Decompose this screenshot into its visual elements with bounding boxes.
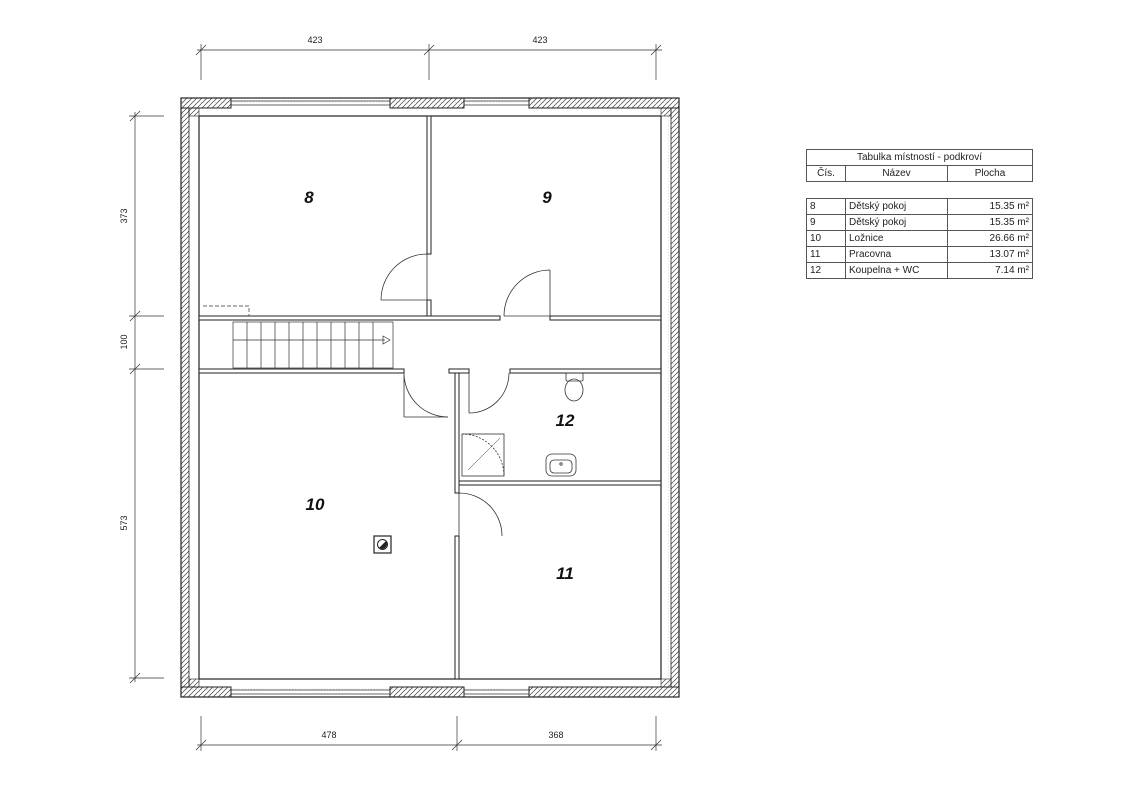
table-row: 12 Koupelna + WC 7.14 m² [806, 262, 1033, 279]
windows [231, 100, 529, 695]
table-row: 9 Dětský pokoj 15.35 m² [806, 214, 1033, 231]
header-area: Plocha [947, 165, 1033, 182]
header-number: Čís. [806, 165, 846, 182]
dim-bottom-left: 478 [321, 730, 336, 740]
window-blocks [180, 97, 680, 698]
row-name: Ložnice [845, 230, 948, 247]
room-number: 12 [556, 411, 575, 430]
dim-top-left: 423 [307, 35, 322, 45]
row-area: 26.66 m² [947, 230, 1033, 247]
room-table-title: Tabulka místností - podkroví [806, 149, 1033, 166]
staircase [203, 305, 394, 369]
row-name: Koupelna + WC [845, 262, 948, 279]
doors [380, 253, 551, 537]
row-number: 8 [806, 198, 846, 215]
row-area: 7.14 m² [947, 262, 1033, 279]
room-number: 10 [306, 495, 325, 514]
interior-walls [198, 115, 662, 680]
row-name: Pracovna [845, 246, 948, 263]
row-number: 9 [806, 214, 846, 231]
dim-left-middle: 100 [119, 334, 129, 349]
room-number: 9 [542, 188, 552, 207]
dimension-labels: 423 423 478 368 373 100 573 [119, 35, 564, 740]
bathroom-fixtures [461, 372, 584, 477]
room-table: Tabulka místností - podkroví Čís. Název … [806, 149, 1033, 279]
row-number: 11 [806, 246, 846, 263]
room-number: 11 [556, 564, 574, 583]
row-name: Dětský pokoj [845, 214, 948, 231]
dim-left-bottom: 573 [119, 515, 129, 530]
dimension-lines [129, 44, 662, 751]
table-row: 8 Dětský pokoj 15.35 m² [806, 198, 1033, 215]
dim-bottom-right: 368 [548, 730, 563, 740]
row-number: 12 [806, 262, 846, 279]
row-name: Dětský pokoj [845, 198, 948, 215]
row-area: 15.35 m² [947, 214, 1033, 231]
dim-left-top: 373 [119, 208, 129, 223]
table-row: 10 Ložnice 26.66 m² [806, 230, 1033, 247]
chimney-symbol [373, 535, 392, 554]
header-name: Název [845, 165, 948, 182]
room-number: 8 [304, 188, 314, 207]
row-area: 13.07 m² [947, 246, 1033, 263]
room-numbers: 8 9 10 11 12 [304, 188, 575, 583]
row-number: 10 [806, 230, 846, 247]
table-row: 11 Pracovna 13.07 m² [806, 246, 1033, 263]
row-area: 15.35 m² [947, 198, 1033, 215]
dim-top-right: 423 [532, 35, 547, 45]
